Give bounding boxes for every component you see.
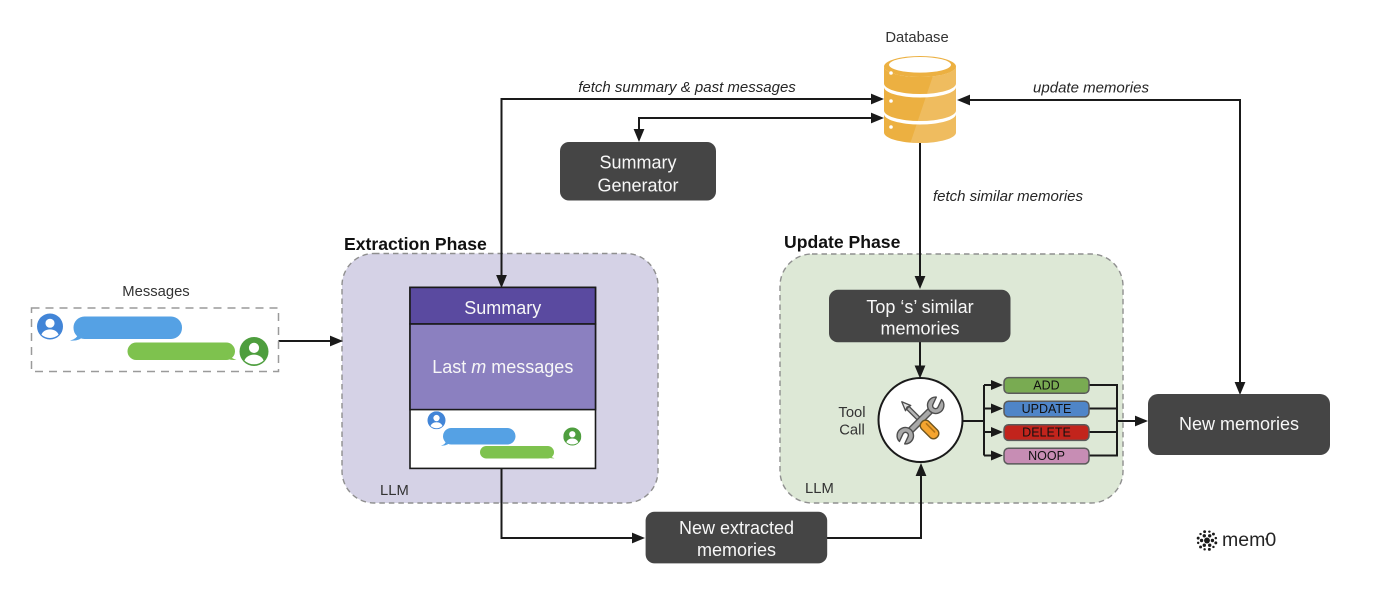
- svg-text:mem0: mem0: [1222, 529, 1276, 551]
- svg-text:fetch similar memories: fetch similar memories: [933, 188, 1084, 205]
- svg-text:Messages: Messages: [122, 284, 189, 300]
- svg-text:Tool: Tool: [838, 405, 865, 421]
- svg-text:New memories: New memories: [1179, 414, 1299, 434]
- svg-text:Extraction Phase: Extraction Phase: [344, 234, 487, 254]
- svg-text:Call: Call: [839, 423, 865, 439]
- svg-text:Generator: Generator: [597, 176, 678, 196]
- svg-text:memories: memories: [880, 319, 959, 339]
- svg-text:Top ‘s’ similar: Top ‘s’ similar: [866, 297, 973, 317]
- svg-text:Last m messages: Last m messages: [432, 357, 573, 377]
- svg-text:Summary: Summary: [464, 298, 541, 318]
- svg-text:Database: Database: [885, 30, 948, 46]
- svg-text:LLM: LLM: [380, 483, 409, 499]
- svg-text:UPDATE: UPDATE: [1022, 402, 1072, 416]
- svg-text:update memories: update memories: [1033, 80, 1149, 97]
- svg-text:fetch summary & past messages: fetch summary & past messages: [578, 79, 796, 96]
- svg-text:LLM: LLM: [805, 481, 834, 497]
- svg-text:NOOP: NOOP: [1028, 449, 1065, 463]
- svg-text:New extracted: New extracted: [679, 518, 794, 538]
- svg-text:Summary: Summary: [599, 153, 676, 173]
- svg-text:memories: memories: [697, 540, 776, 560]
- svg-text:ADD: ADD: [1033, 379, 1059, 393]
- svg-text:Update Phase: Update Phase: [784, 232, 901, 252]
- svg-text:DELETE: DELETE: [1022, 426, 1071, 440]
